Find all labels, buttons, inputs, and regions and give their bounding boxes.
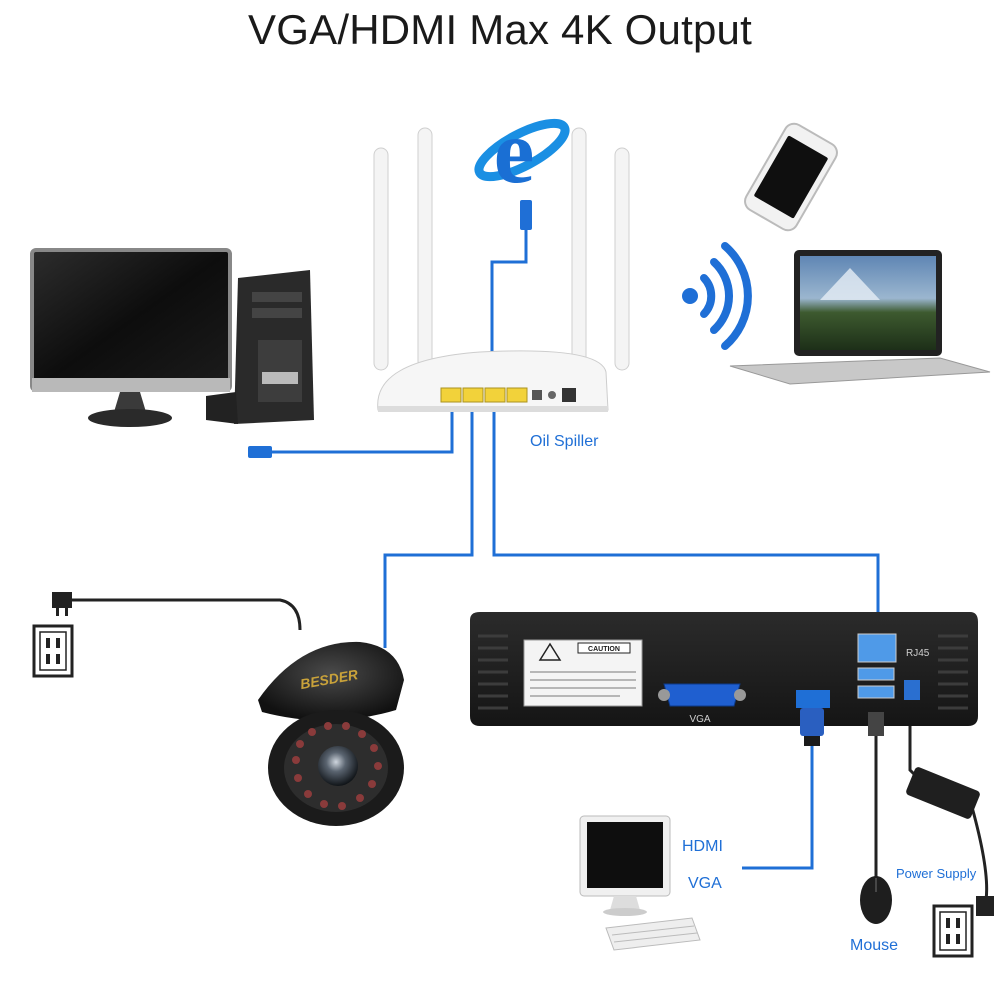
wifi-icon bbox=[682, 242, 752, 350]
rj45-port bbox=[857, 633, 897, 663]
camera-power-cable bbox=[70, 598, 302, 631]
hdmi-label: HDMI bbox=[682, 838, 723, 855]
power-outlet-icon bbox=[32, 624, 74, 678]
nvr-cable bbox=[492, 402, 880, 628]
router bbox=[373, 127, 630, 412]
laptop bbox=[729, 250, 991, 385]
router-antenna-4 bbox=[614, 147, 630, 371]
usb-ports bbox=[857, 667, 895, 699]
caution-sticker bbox=[523, 639, 643, 707]
nvr-vents-right bbox=[938, 634, 968, 710]
ir-leds bbox=[292, 722, 382, 810]
camera-cable bbox=[383, 402, 474, 648]
power-supply-brick bbox=[906, 767, 980, 819]
ethernet-plug-pc bbox=[248, 446, 272, 458]
pc-monitor bbox=[30, 248, 232, 392]
mouse-label: Mouse bbox=[850, 937, 898, 954]
power-plug-icon-2 bbox=[976, 896, 994, 916]
desktop-pc bbox=[30, 248, 314, 427]
camera-lens bbox=[318, 746, 358, 786]
mouse-usb-plug bbox=[868, 712, 884, 736]
vga-connector bbox=[800, 708, 824, 746]
internet-explorer-icon: e bbox=[474, 100, 570, 202]
vga-label: VGA bbox=[688, 875, 722, 892]
dome-camera bbox=[258, 641, 404, 826]
diagram-title: VGA/HDMI Max 4K Output bbox=[248, 6, 752, 53]
smartphone bbox=[744, 122, 838, 232]
power-port bbox=[904, 680, 920, 700]
hdmi-port bbox=[796, 690, 830, 708]
router-antenna-3 bbox=[571, 127, 587, 369]
router-antenna-2 bbox=[417, 127, 433, 369]
nvr-vents-left bbox=[478, 634, 508, 710]
router-label: Oil Spiller bbox=[530, 433, 599, 450]
network-cables bbox=[270, 230, 880, 648]
pc-cable bbox=[270, 402, 454, 454]
caution-text: CAUTION bbox=[588, 646, 620, 653]
nvr-recorder: CAUTION VGA RJ45 bbox=[470, 612, 978, 726]
keyboard bbox=[605, 917, 701, 951]
power-plug-icon bbox=[52, 592, 72, 616]
router-antenna-1 bbox=[373, 147, 389, 371]
mouse-device bbox=[860, 876, 892, 924]
ethernet-plug-top bbox=[520, 200, 532, 230]
vga-port bbox=[658, 683, 746, 707]
internet-cable bbox=[490, 230, 528, 372]
output-monitor bbox=[579, 815, 671, 916]
vga-port-label: VGA bbox=[689, 714, 710, 725]
power-outlet-icon-2 bbox=[932, 904, 974, 958]
svg-text:e: e bbox=[494, 100, 535, 202]
router-lan-ports bbox=[440, 387, 528, 403]
power-brick-cable bbox=[968, 799, 989, 901]
power-supply-label: Power Supply bbox=[896, 866, 977, 881]
vga-signal-cable bbox=[742, 732, 814, 870]
rj45-label: RJ45 bbox=[906, 648, 930, 659]
